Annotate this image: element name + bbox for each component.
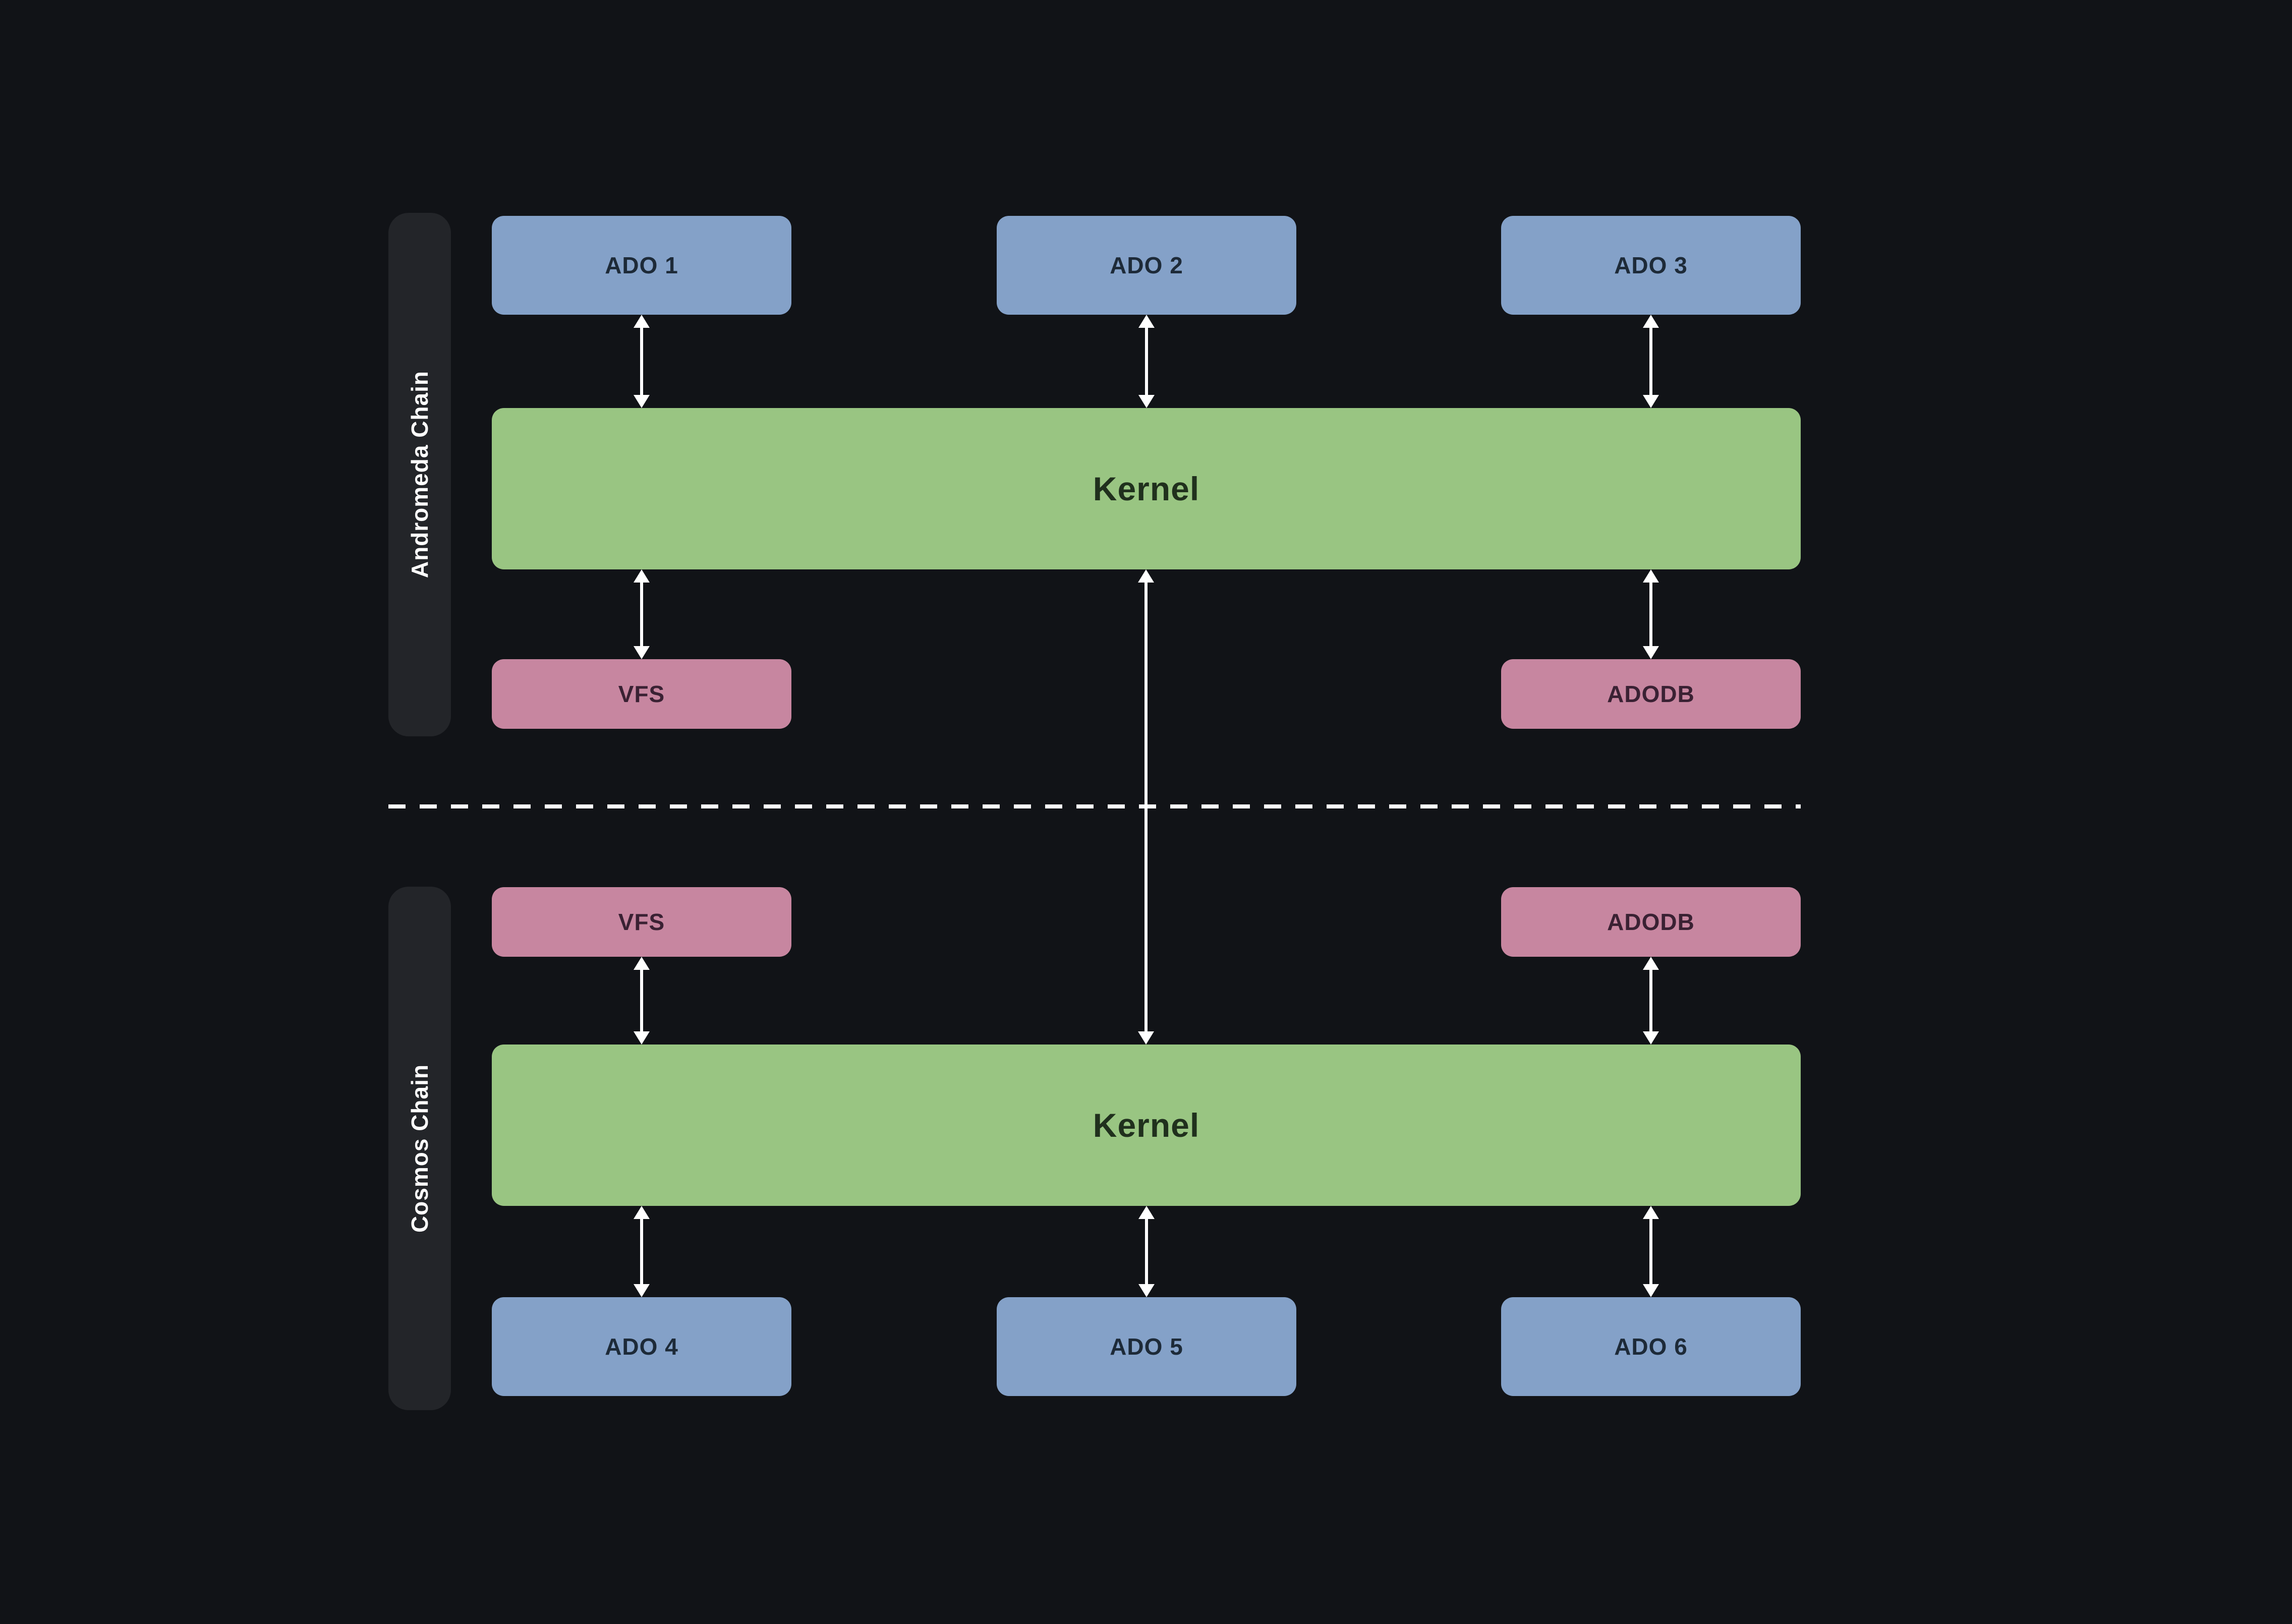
arrow-head-down-icon: [634, 395, 650, 408]
node-ado-4: ADO 4: [492, 1297, 791, 1396]
arrow-head-up-icon: [1643, 957, 1659, 970]
arrow-head-down-icon: [1138, 1284, 1155, 1297]
arrow-head-up-icon: [1138, 1206, 1155, 1219]
chain-divider-dashed-line: [388, 804, 1801, 808]
arrow-head-down-icon: [1643, 1284, 1659, 1297]
arrow-head-down-icon: [634, 1031, 650, 1045]
arrow-head-down-icon: [634, 1284, 650, 1297]
arrow-head-up-icon: [1138, 569, 1154, 583]
arrow-head-down-icon: [1138, 395, 1155, 408]
arrow-head-up-icon: [634, 315, 650, 328]
arrow-head-up-icon: [1643, 569, 1659, 583]
section-pill-andromeda-chain: Andromeda Chain: [388, 213, 451, 736]
arrow-line: [1649, 326, 1652, 397]
node-ado-5: ADO 5: [997, 1297, 1296, 1396]
arrow-head-down-icon: [1138, 1031, 1154, 1045]
node-kernel-cosmos: Kernel: [492, 1045, 1801, 1206]
node-ado-6: ADO 6: [1501, 1297, 1801, 1396]
section-label-cosmos-chain: Cosmos Chain: [407, 1064, 433, 1233]
arrow-head-up-icon: [634, 1206, 650, 1219]
arrow-line: [640, 326, 643, 397]
arrow-kernel-cosmos-ado5: [1131, 1206, 1162, 1297]
arrow-adodb-cosmos-kernel: [1636, 957, 1666, 1045]
node-vfs-cosmos: VFS: [492, 887, 791, 957]
arrow-line: [640, 1217, 643, 1286]
arrow-head-up-icon: [1643, 315, 1659, 328]
arrow-line: [1144, 581, 1148, 1033]
arrow-kernel-andromeda-kernel-cosmos: [1131, 569, 1161, 1045]
arrow-head-up-icon: [1643, 1206, 1659, 1219]
arrow-ado1-kernel-andromeda: [626, 315, 657, 408]
arrow-line: [640, 581, 643, 648]
arrow-vfs-cosmos-kernel: [626, 957, 657, 1045]
arrow-head-down-icon: [1643, 1031, 1659, 1045]
arrow-line: [1649, 1217, 1652, 1286]
arrow-kernel-cosmos-ado6: [1636, 1206, 1666, 1297]
arrow-line: [1145, 326, 1148, 397]
node-vfs-andromeda: VFS: [492, 659, 791, 729]
arrow-head-up-icon: [634, 569, 650, 583]
arrow-head-down-icon: [1643, 646, 1659, 659]
node-adodb-cosmos: ADODB: [1501, 887, 1801, 957]
arrow-line: [1145, 1217, 1148, 1286]
arrow-ado2-kernel-andromeda: [1131, 315, 1162, 408]
arrow-ado3-kernel-andromeda: [1636, 315, 1666, 408]
node-ado-1: ADO 1: [492, 216, 791, 315]
arrow-head-up-icon: [634, 957, 650, 970]
arrow-head-down-icon: [634, 646, 650, 659]
arrow-line: [640, 968, 643, 1033]
arrow-line: [1649, 581, 1652, 648]
arrow-kernel-andromeda-adodb: [1636, 569, 1666, 659]
arrow-head-down-icon: [1643, 395, 1659, 408]
section-label-andromeda-chain: Andromeda Chain: [407, 371, 433, 578]
node-adodb-andromeda: ADODB: [1501, 659, 1801, 729]
arrow-kernel-andromeda-vfs: [626, 569, 657, 659]
node-ado-3: ADO 3: [1501, 216, 1801, 315]
arrow-kernel-cosmos-ado4: [626, 1206, 657, 1297]
node-ado-2: ADO 2: [997, 216, 1296, 315]
arrow-line: [1649, 968, 1652, 1033]
node-kernel-andromeda: Kernel: [492, 408, 1801, 569]
section-pill-cosmos-chain: Cosmos Chain: [388, 887, 451, 1410]
arrow-head-up-icon: [1138, 315, 1155, 328]
